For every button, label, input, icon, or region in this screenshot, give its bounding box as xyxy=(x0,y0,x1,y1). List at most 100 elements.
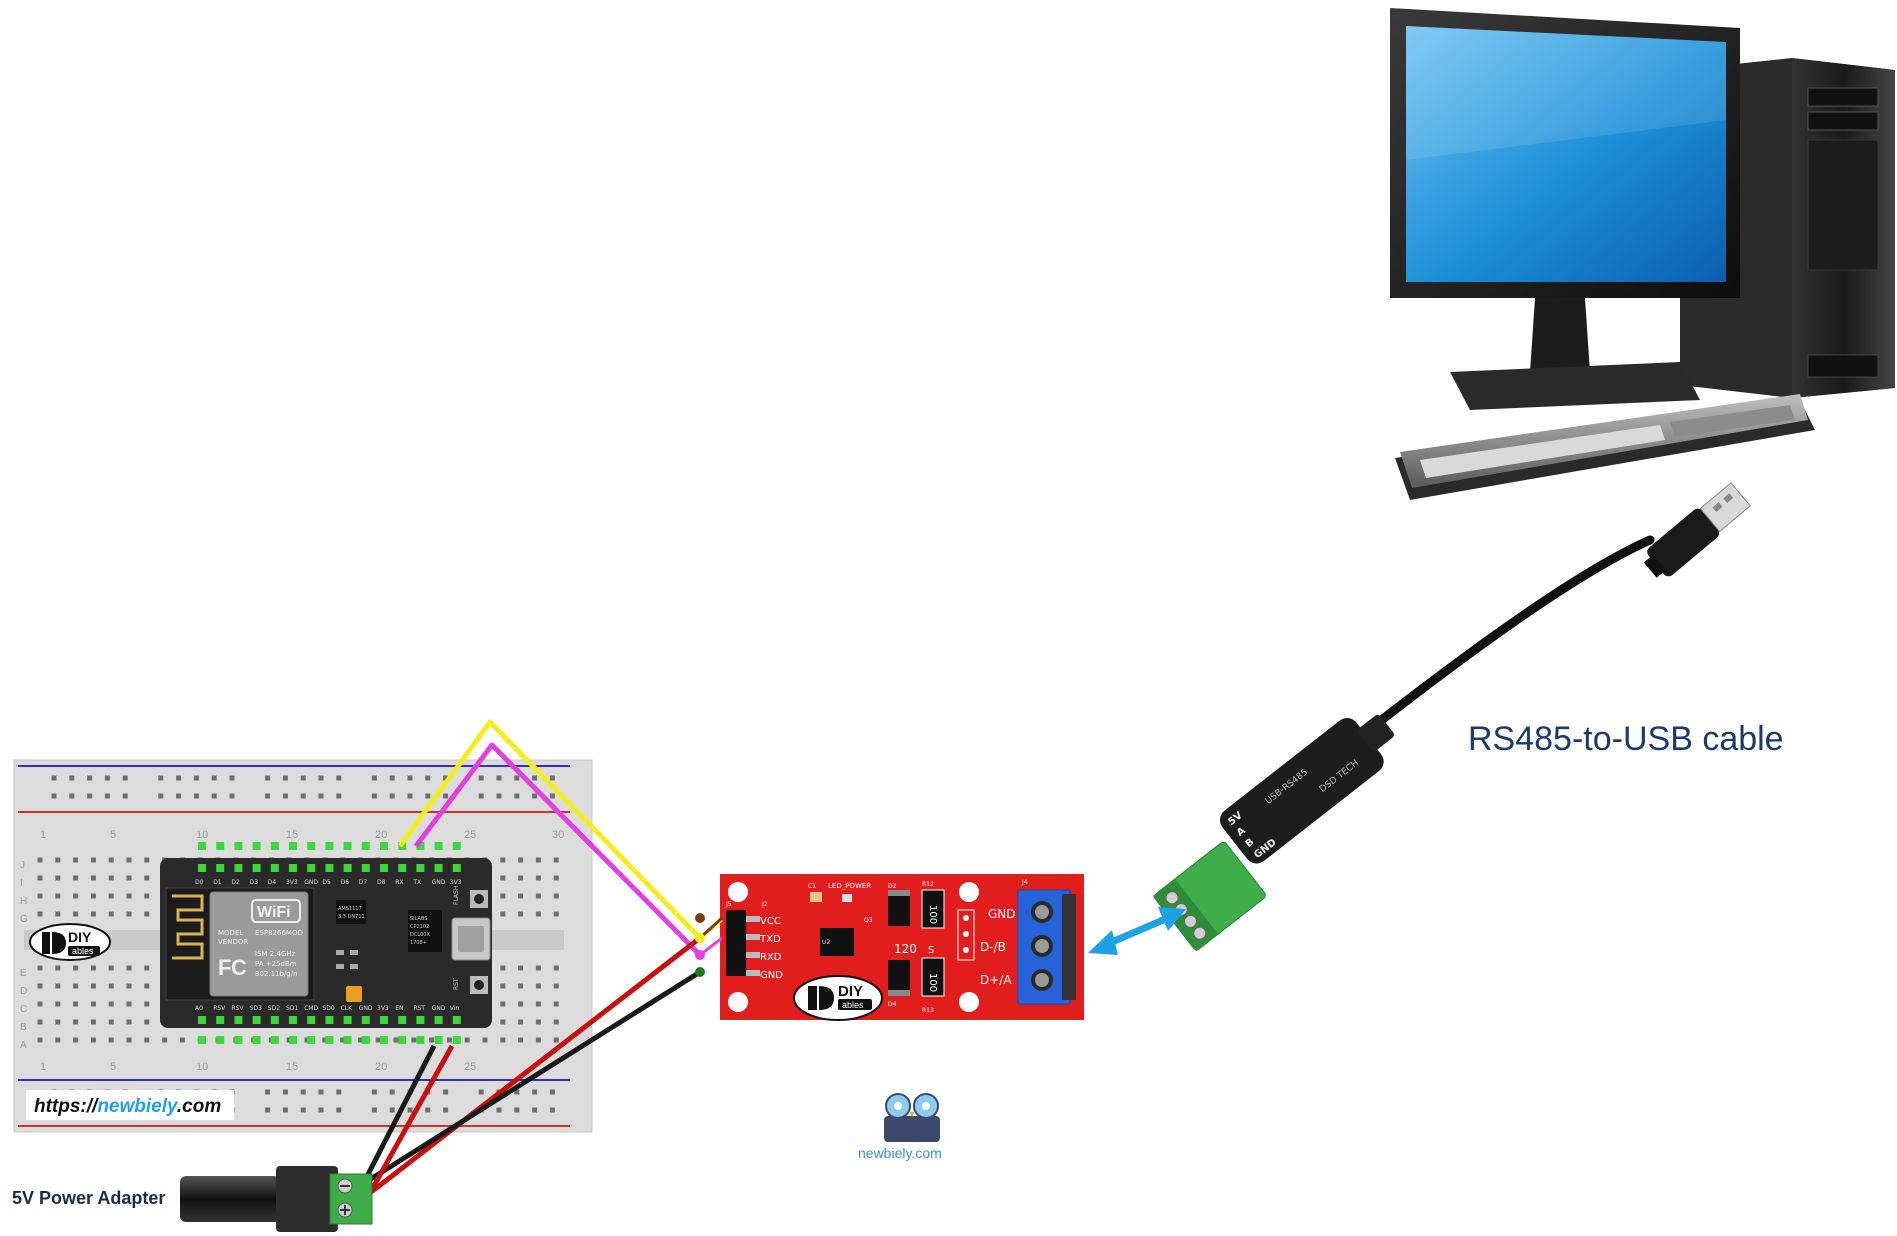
esp-top-pin-label: D6 xyxy=(341,879,350,886)
esp-top-pin xyxy=(325,864,334,872)
svg-text:PA +25dBm: PA +25dBm xyxy=(255,960,297,968)
svg-text:100: 100 xyxy=(927,905,938,924)
breadboard-row-letters: J I H G E D C B A xyxy=(20,860,28,1051)
rs485-pin-header: VCC TXD RXD GND J5 J2 xyxy=(725,901,783,981)
svg-text:R12: R12 xyxy=(922,881,934,888)
esp-bottom-pin xyxy=(416,1036,425,1044)
esp-bottom-pin xyxy=(252,1036,261,1044)
esp-top-pin-label: D8 xyxy=(377,879,386,886)
usb-plug xyxy=(1643,482,1751,578)
svg-text:1: 1 xyxy=(40,829,46,841)
esp-top-pin xyxy=(198,864,206,872)
svg-text:15: 15 xyxy=(286,829,298,841)
esp-bottom-pin-label: CMD xyxy=(304,1005,318,1012)
svg-text:RST: RST xyxy=(453,978,460,990)
esp-top-pin-label: TX xyxy=(412,879,421,886)
pin-rxd-label: RXD xyxy=(760,952,782,963)
esp-bottom-pin xyxy=(361,1036,370,1044)
bidirectional-arrow-icon xyxy=(1088,907,1186,955)
esp-bottom-pin xyxy=(270,1016,279,1024)
url-label: https://newbiely.com xyxy=(26,1090,234,1120)
esp-bottom-pin xyxy=(398,1016,407,1024)
watermark-text: newbiely.com xyxy=(858,1145,942,1161)
rs485-ttl-module: VCC TXD RXD GND J5 J2 U2 C1 LED_POWER Q3… xyxy=(720,874,1084,1021)
svg-text:5: 5 xyxy=(110,1061,116,1073)
svg-text:J2: J2 xyxy=(761,901,768,908)
pin-txd-label: TXD xyxy=(759,934,781,945)
svg-text:SILABS: SILABS xyxy=(410,916,428,922)
svg-text:C1: C1 xyxy=(808,883,816,890)
esp-bottom-pin-label: GND xyxy=(359,1005,373,1012)
esp-top-pin xyxy=(270,864,279,872)
wire-red-vcc xyxy=(364,936,702,1198)
newbiely-watermark: newbiely.com xyxy=(858,1093,942,1161)
wire-black-esp-gnd xyxy=(359,1044,437,1188)
pc-keyboard xyxy=(1395,394,1815,500)
esp-top-pin-label: D2 xyxy=(231,879,240,886)
pin-d-plus-label: D+/A xyxy=(980,973,1012,987)
esp-bottom-pin-label: RSV xyxy=(213,1005,226,1012)
esp-bottom-pin xyxy=(289,1036,297,1044)
svg-text:Q3: Q3 xyxy=(864,917,873,924)
svg-text:ESP8266MOD: ESP8266MOD xyxy=(255,929,303,937)
esp-bottom-pin xyxy=(325,1016,334,1024)
esp-bottom-pin-label: A0 xyxy=(195,1005,203,1012)
esp-top-pin xyxy=(289,864,297,872)
esp-top-pin xyxy=(289,842,297,850)
esp-bottom-pin-label: RST xyxy=(413,1005,425,1012)
computer-icon xyxy=(1390,8,1895,500)
rs485-screw-terminal: J4 xyxy=(1017,879,1076,1005)
esp-bottom-pin xyxy=(416,1016,425,1024)
esp-bottom-pin xyxy=(216,1016,225,1024)
esp-top-pin-label: GND xyxy=(304,879,318,886)
svg-text:VENDOR: VENDOR xyxy=(218,938,248,946)
esp-top-pin xyxy=(234,842,243,850)
esp-bottom-pin xyxy=(252,1016,261,1024)
esp-top-pin xyxy=(434,842,443,850)
svg-text:F: F xyxy=(218,955,231,980)
url-suffix: .com xyxy=(177,1096,221,1117)
esp-bottom-pin xyxy=(325,1036,334,1044)
esp-bottom-pin xyxy=(216,1036,225,1044)
esp-top-pin-label: GND xyxy=(432,879,446,886)
usb-rs485-adapter: USB-RS485 DSD TECH 5V A B GND xyxy=(1219,714,1394,864)
esp-top-pin xyxy=(307,842,316,850)
svg-text:D: D xyxy=(20,986,27,997)
svg-text:MODEL: MODEL xyxy=(218,929,243,937)
svg-text:DCL00X: DCL00X xyxy=(410,932,430,938)
esp-top-pin xyxy=(416,864,425,872)
esp-top-pin xyxy=(234,864,243,872)
esp-top-pin-label: RX xyxy=(395,879,403,886)
svg-text:ISM 2.4GHz: ISM 2.4GHz xyxy=(255,950,296,958)
esp-bottom-pin xyxy=(289,1016,297,1024)
esp-bottom-pin xyxy=(398,1036,407,1044)
esp-top-pin-label: 3V3 xyxy=(286,879,298,886)
esp-bottom-pin xyxy=(198,1036,206,1044)
esp8266-module: WiFi MODEL VENDOR ESP8266MOD ISM 2.4GHz … xyxy=(165,887,315,1001)
svg-text:100: 100 xyxy=(927,973,938,992)
svg-text:WiFi: WiFi xyxy=(257,904,291,921)
esp-top-pin xyxy=(343,864,352,872)
adapter-terminal-block xyxy=(1152,841,1266,952)
esp-top-pin xyxy=(361,842,370,850)
esp-bottom-pin xyxy=(380,1036,388,1044)
rs485-diyables-logo: DIY ables xyxy=(793,975,883,1021)
esp-bottom-pin xyxy=(452,1016,461,1024)
svg-text:1708+: 1708+ xyxy=(410,940,427,946)
esp-top-pin xyxy=(361,864,370,872)
power-adapter-jack xyxy=(180,1166,373,1232)
svg-text:R13: R13 xyxy=(922,1007,934,1014)
svg-text:J: J xyxy=(20,860,25,871)
svg-text:C: C xyxy=(20,1004,27,1015)
esp-top-pin xyxy=(452,842,461,850)
esp-top-pin xyxy=(198,842,206,850)
esp-top-pin xyxy=(216,842,225,850)
esp-bottom-pin xyxy=(270,1036,279,1044)
svg-text:https://newbiely.com: https://newbiely.com xyxy=(34,1096,221,1117)
url-domain: newbiely xyxy=(97,1096,179,1117)
esp-bottom-pin xyxy=(307,1036,316,1044)
esp-bottom-pin-label: RSV xyxy=(231,1005,244,1012)
svg-text:5: 5 xyxy=(110,829,116,841)
